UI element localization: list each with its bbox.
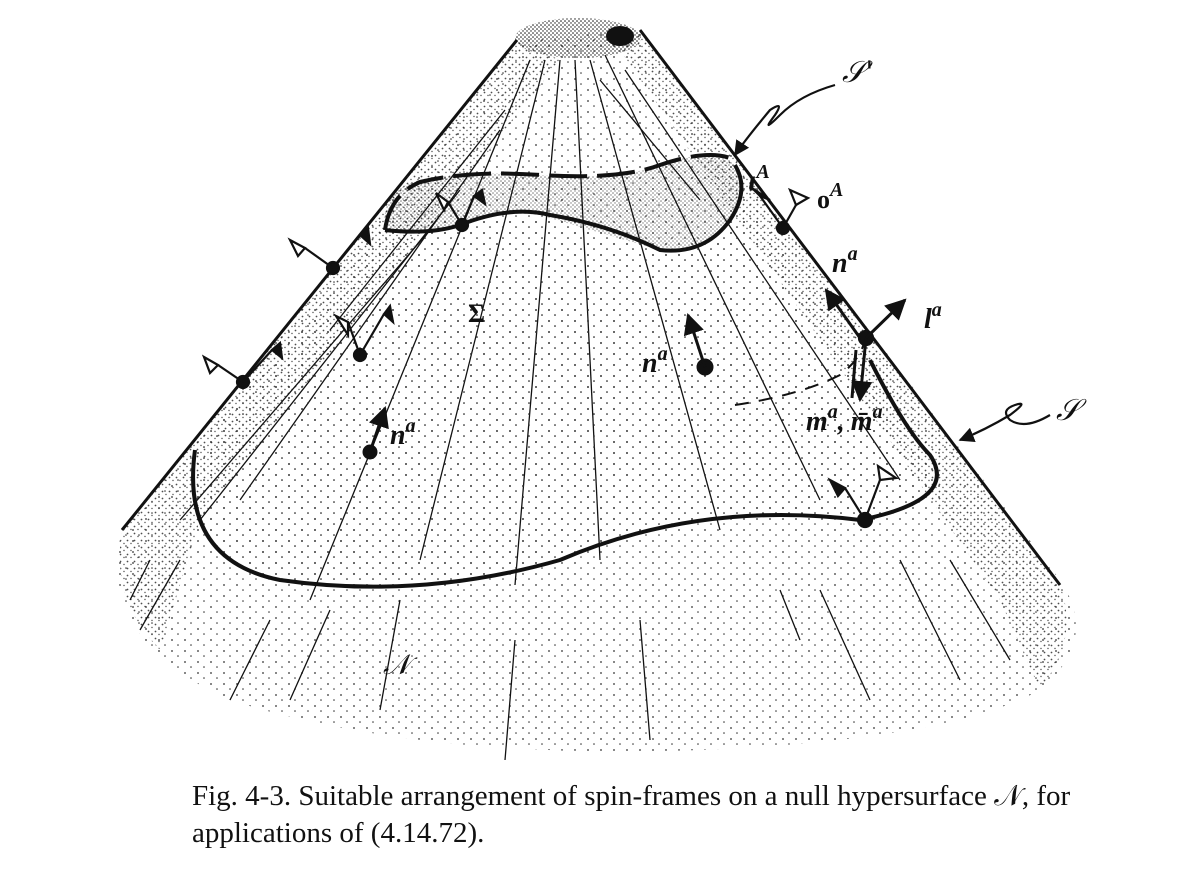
label-sigma: Σ: [468, 299, 485, 328]
label-l: la: [924, 299, 942, 335]
pointer-S: [958, 402, 1051, 443]
svg-text:na: na: [642, 343, 668, 379]
figure-caption-text: Fig. 4-3. Suitable arrangement of spin-f…: [192, 780, 1071, 849]
figure-caption: Fig. 4-3. Suitable arrangement of spin-f…: [192, 778, 1152, 852]
label-n-left: na: [390, 415, 416, 451]
sigma-region: [193, 200, 937, 587]
surface-S-prime-front: [384, 155, 742, 251]
label-omicron: oA: [817, 179, 843, 214]
label-surface-S-prime: 𝒮': [842, 55, 873, 90]
surface-S-back-dashed: [734, 339, 866, 406]
cone-generators-lower: [129, 559, 1011, 760]
n-arrows: [362, 288, 862, 460]
svg-text:oA: oA: [817, 179, 843, 214]
spin-frames-left: [201, 188, 487, 390]
surface-S-curve: [191, 359, 939, 589]
svg-text:la: la: [924, 299, 942, 335]
figure-diagram: Σ 𝒩 𝒮' 𝒮 ιA oA na la ma,m̄a na na: [117, 18, 1087, 760]
label-m-mbar: ma,m̄a: [806, 401, 883, 437]
label-n-right-edge: na: [832, 243, 858, 279]
label-iota: ιA: [748, 161, 770, 197]
pointer-S-prime: [734, 83, 836, 157]
svg-text:ma,m̄a: ma,m̄a: [806, 401, 883, 437]
cone-apex-hole: [606, 26, 634, 46]
svg-text:na: na: [832, 243, 858, 279]
label-surface-S: 𝒮: [1056, 393, 1087, 428]
cone-apex: [515, 18, 641, 58]
svg-text:na: na: [390, 415, 416, 451]
label-n-center: na: [642, 343, 668, 379]
svg-text:ιA: ιA: [748, 161, 770, 197]
surface-S-prime-upper-edge: [383, 153, 736, 231]
spin-frames-right: [751, 187, 907, 529]
